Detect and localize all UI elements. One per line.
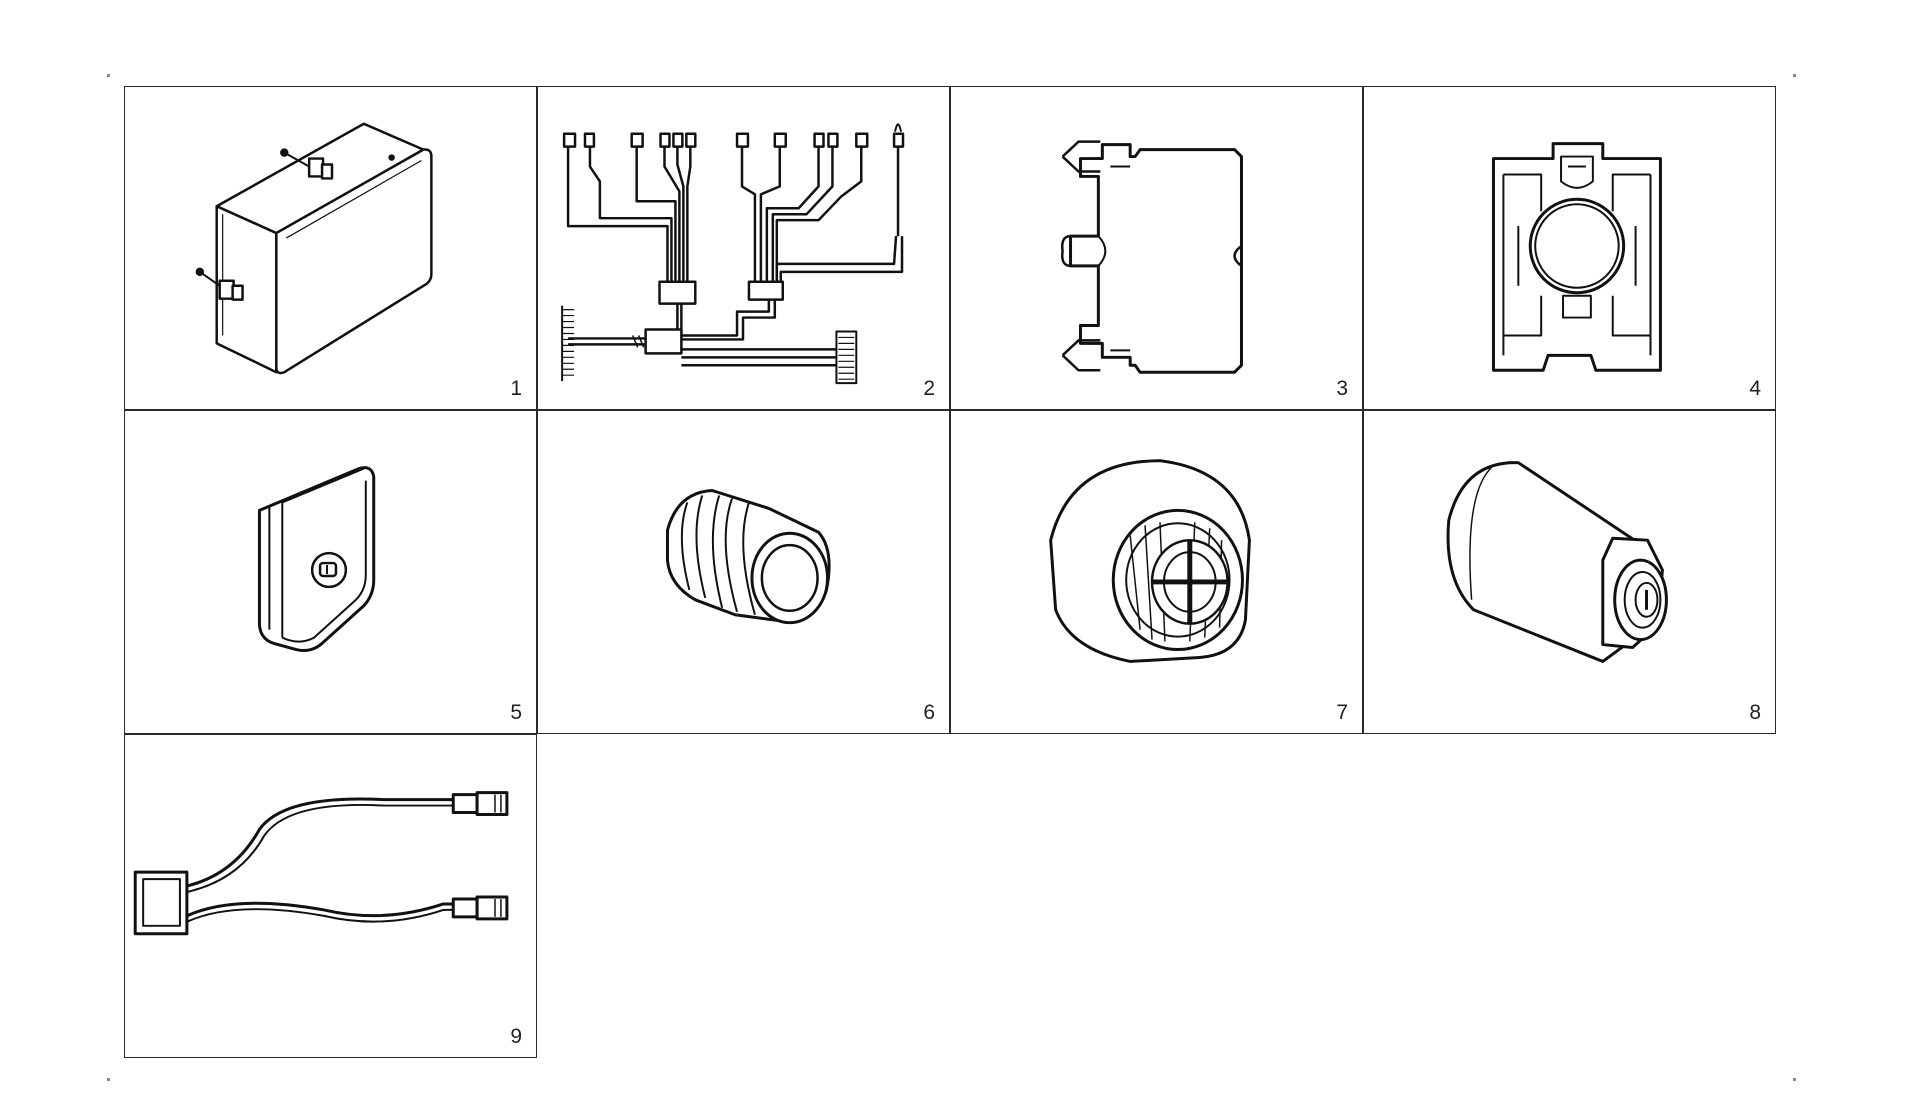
part-number-5: 5: [510, 701, 522, 724]
part-cell-7[interactable]: 7: [950, 410, 1363, 734]
part-number-6: 6: [923, 701, 935, 724]
push-button-icon: [665, 489, 831, 625]
part-number-2: 2: [923, 377, 935, 400]
part-cell-3[interactable]: 3: [950, 86, 1363, 410]
parts-grid: 1: [124, 86, 1777, 1058]
wiring-harness-icon: [561, 123, 905, 385]
part-cell-4[interactable]: 4: [1363, 86, 1776, 410]
part-cell-9[interactable]: 9: [124, 734, 537, 1058]
part-number-4: 4: [1749, 377, 1761, 400]
part-number-1: 1: [510, 377, 522, 400]
part-cell-8[interactable]: 8: [1363, 410, 1776, 734]
corner-mark-top-left: [107, 74, 110, 77]
corner-mark-bottom-left: [107, 1078, 110, 1081]
part-number-7: 7: [1336, 701, 1348, 724]
corner-mark-bottom-right: [1793, 1078, 1796, 1081]
corner-mark-top-right: [1793, 74, 1796, 77]
contact-block-icon: [1061, 140, 1243, 374]
part-cell-1[interactable]: 1: [124, 86, 537, 410]
y-cable-icon: [133, 791, 509, 936]
key-tag-icon: [257, 466, 376, 652]
part-cell-2[interactable]: 2: [537, 86, 950, 410]
part-cell-5[interactable]: 5: [124, 410, 537, 734]
mounting-adapter-icon: [1491, 142, 1662, 372]
key-switch-icon: [1446, 461, 1668, 663]
part-number-9: 9: [510, 1025, 522, 1048]
part-cell-6[interactable]: 6: [537, 410, 950, 734]
part-number-8: 8: [1749, 701, 1761, 724]
part-number-3: 3: [1336, 377, 1348, 400]
electrical-box-icon: [195, 122, 433, 375]
buzzer-icon: [1049, 459, 1251, 663]
